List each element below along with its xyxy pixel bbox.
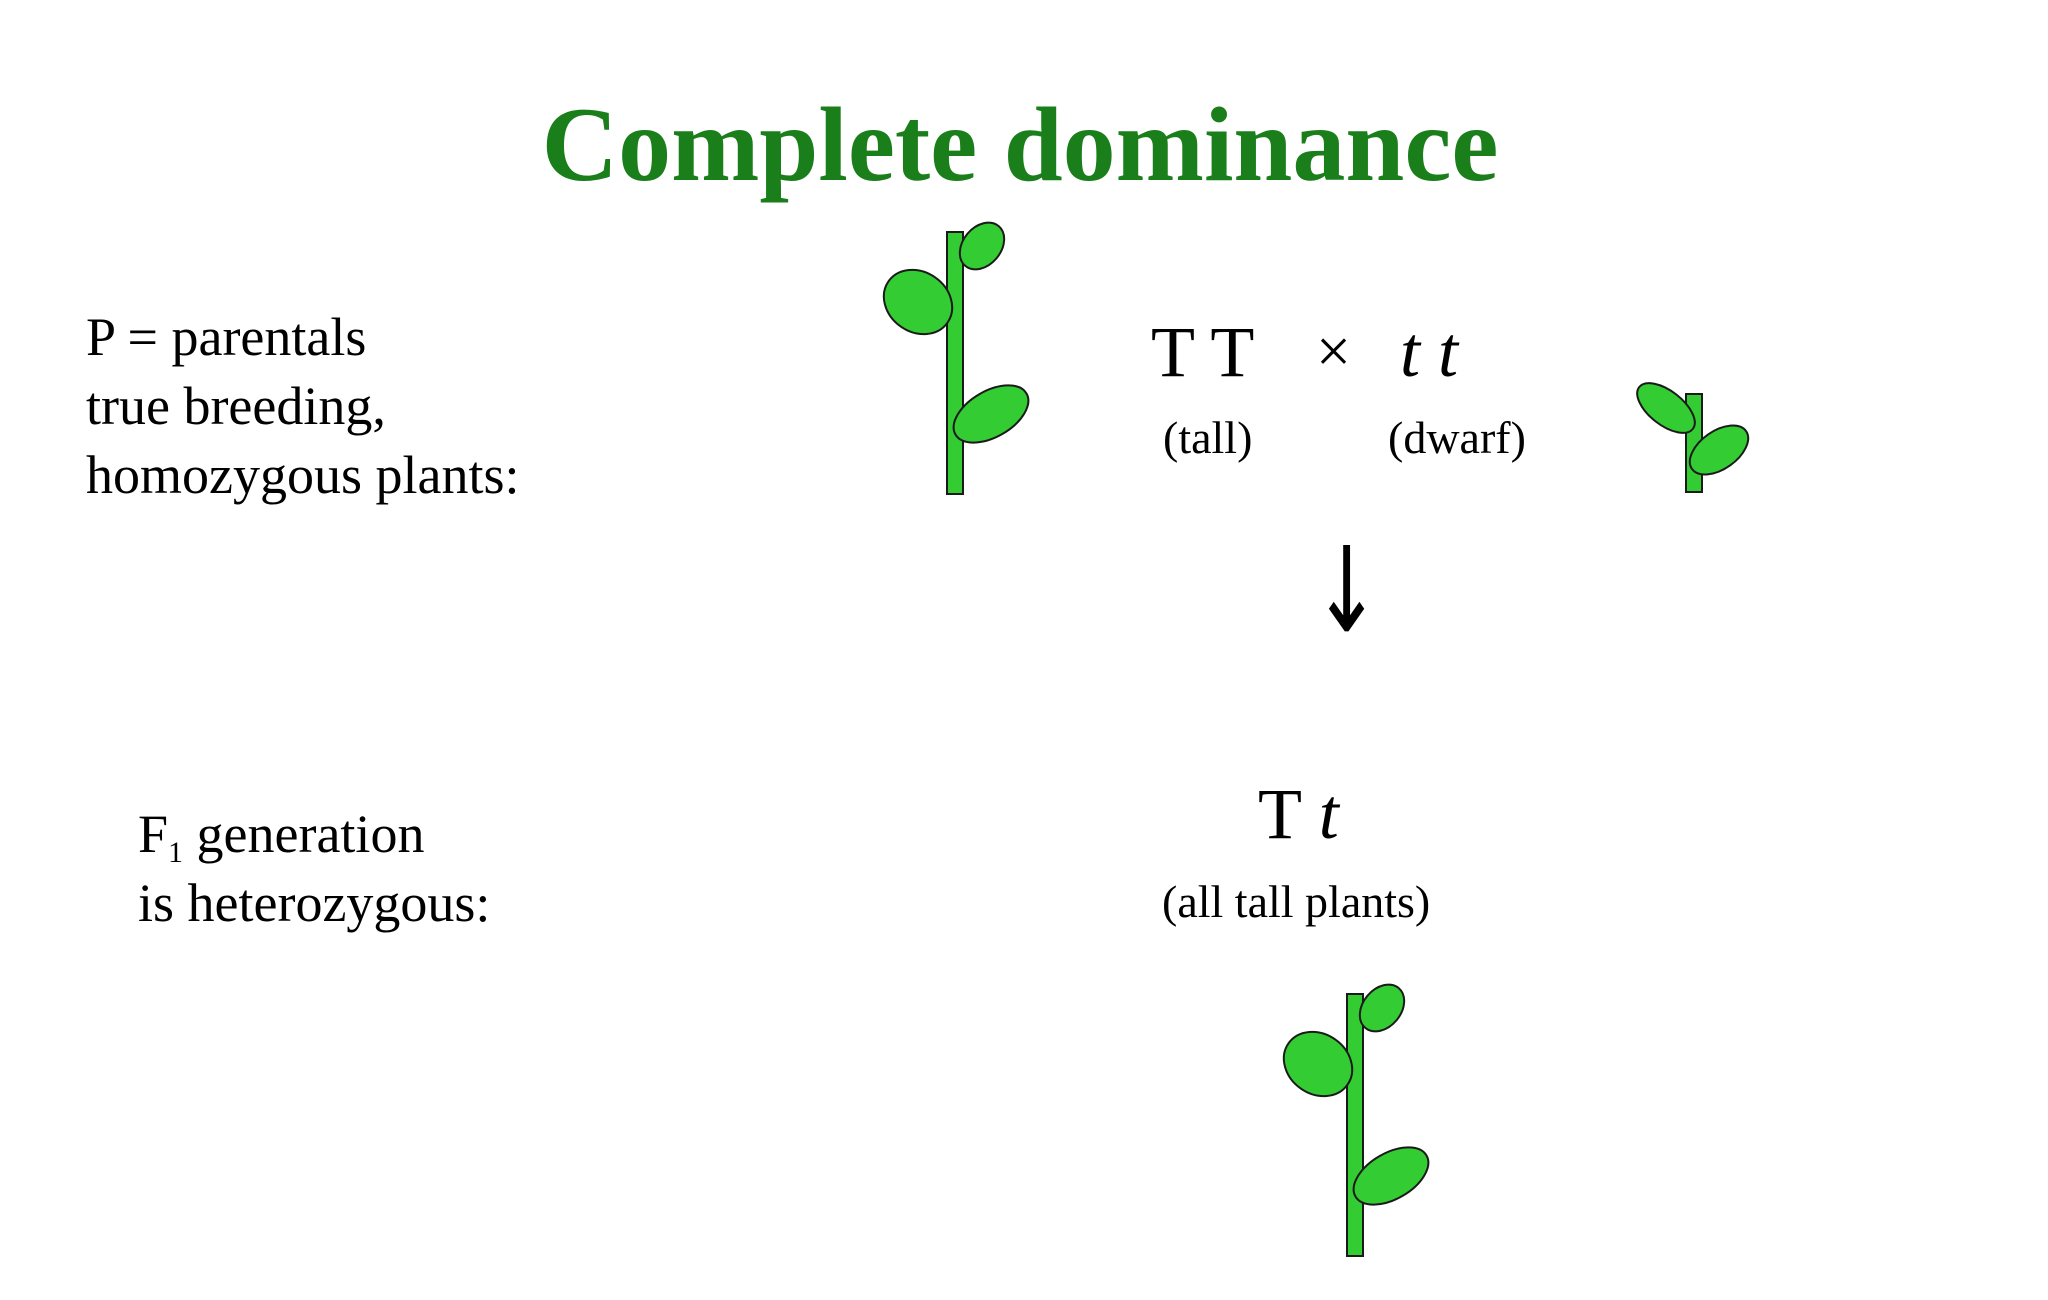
f1-line-1-rest: generation — [183, 804, 425, 864]
f1-line-2: is heterozygous: — [138, 873, 491, 933]
offspring-allele-recessive: t — [1318, 774, 1339, 854]
genotype-offspring: T t — [1258, 772, 1339, 856]
cross-symbol: × — [1316, 318, 1351, 386]
label-dwarf: (dwarf) — [1388, 412, 1526, 463]
parental-line-1: P = parentals — [86, 307, 367, 367]
parental-line-3: homozygous plants: — [86, 445, 520, 505]
tall-plant-icon — [882, 221, 1030, 495]
genotype-tall-parent: T T — [1151, 312, 1255, 392]
parental-description: P = parentals true breeding, homozygous … — [86, 303, 519, 510]
parental-line-2: true breeding, — [86, 376, 386, 436]
label-offspring: (all tall plants) — [1162, 876, 1431, 927]
dwarf-plant-icon — [1636, 382, 1750, 493]
tall-plant-icon — [1282, 983, 1430, 1257]
cross-arrow-icon: ↓ — [1312, 521, 1382, 659]
f1-line-1: F1 generation — [138, 800, 490, 869]
f1-description: F1 generation is heterozygous: — [138, 800, 490, 938]
genotype-dwarf-parent: t t — [1400, 312, 1459, 392]
f1-subscript: 1 — [168, 836, 184, 869]
page-title: Complete dominance — [541, 86, 1499, 203]
offspring-allele-dominant: T — [1258, 774, 1301, 854]
f1-letter: F — [138, 804, 169, 864]
label-tall: (tall) — [1163, 412, 1253, 463]
